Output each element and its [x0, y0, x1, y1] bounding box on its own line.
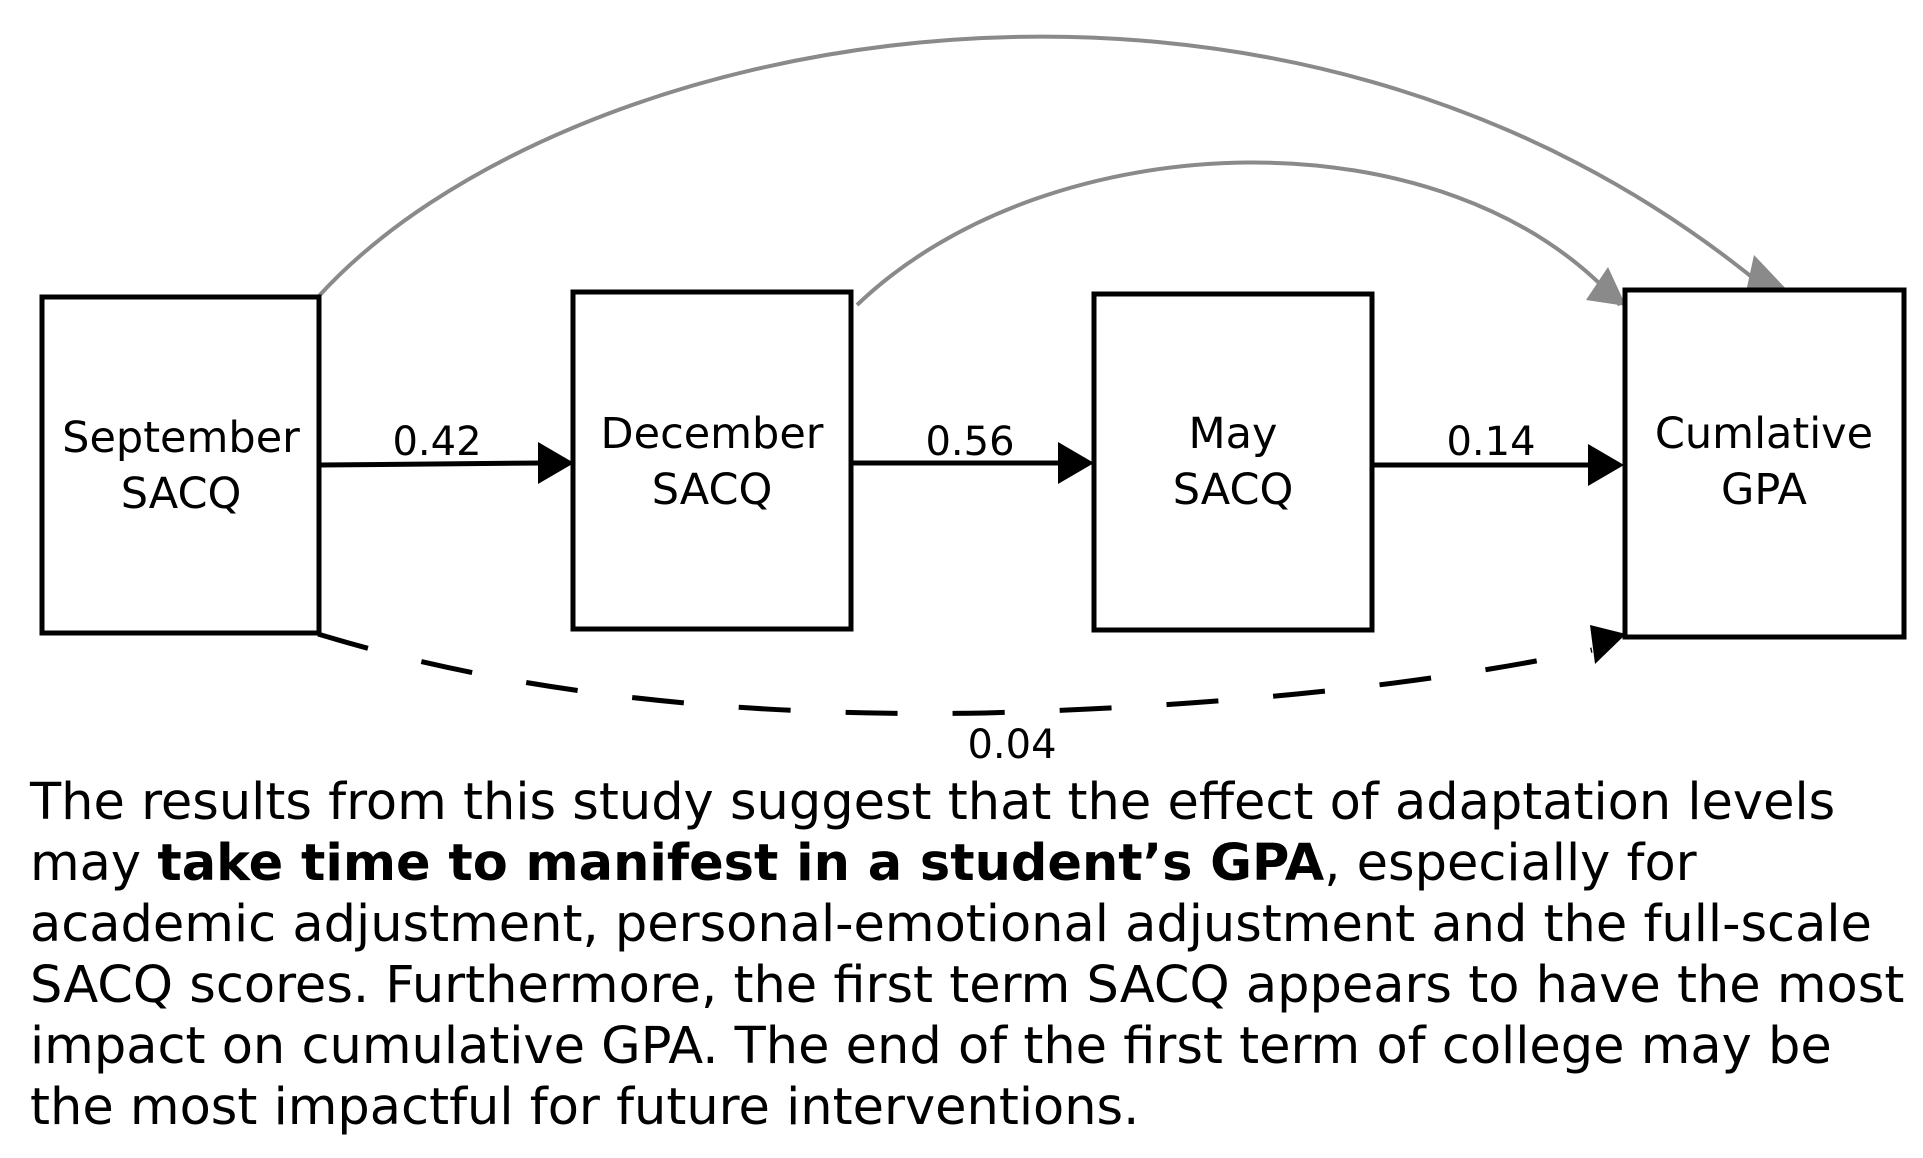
edge-september-to-gpa-dashed — [317, 631, 1593, 717]
node-december-line2: SACQ — [652, 465, 773, 515]
caption-text-part1: The results from this study suggest that… — [30, 773, 1836, 893]
edge-label-september-gpa: 0.04 — [967, 722, 1056, 768]
edge-september-to-december-arrowhead — [538, 442, 574, 484]
path-diagram: 0.42 0.56 0.14 0.04 September SACQ Decem… — [39, 34, 1907, 768]
edge-december-to-may-arrowhead — [1058, 442, 1094, 484]
caption-text-part2: , especially for academic adjustment, pe… — [30, 834, 1905, 1137]
node-gpa-line2: GPA — [1721, 465, 1808, 515]
edge-september-to-december — [319, 460, 542, 468]
node-september-line1: September — [62, 413, 300, 463]
node-december-sacq: December SACQ — [570, 289, 854, 632]
node-gpa-line1: Cumlative — [1655, 409, 1873, 459]
node-december-line1: December — [601, 409, 824, 459]
node-may-line2: SACQ — [1173, 465, 1294, 515]
edge-label-september-december: 0.42 — [392, 419, 481, 465]
edge-december-to-gpa-curve — [855, 160, 1622, 307]
edge-september-to-gpa-dashed-arrowhead — [1590, 625, 1626, 664]
edge-september-to-gpa-curve — [316, 34, 1772, 299]
edge-label-december-may: 0.56 — [925, 419, 1014, 465]
caption-paragraph: The results from this study suggest that… — [30, 772, 1910, 1138]
edge-december-to-gpa-curve-arrowhead — [1586, 267, 1626, 306]
node-may-line1: May — [1189, 409, 1278, 459]
node-september-line2: SACQ — [121, 469, 242, 519]
edge-september-to-gpa-curve-arrowhead — [1746, 255, 1790, 293]
edge-may-to-gpa-arrowhead — [1588, 444, 1624, 486]
edge-label-may-gpa: 0.14 — [1446, 419, 1535, 465]
node-cumulative-gpa: Cumlative GPA — [1622, 287, 1907, 640]
node-september-sacq: September SACQ — [39, 294, 322, 636]
node-may-sacq: May SACQ — [1091, 291, 1375, 633]
caption-emphasis: take time to manifest in a student’s GPA — [157, 834, 1325, 893]
